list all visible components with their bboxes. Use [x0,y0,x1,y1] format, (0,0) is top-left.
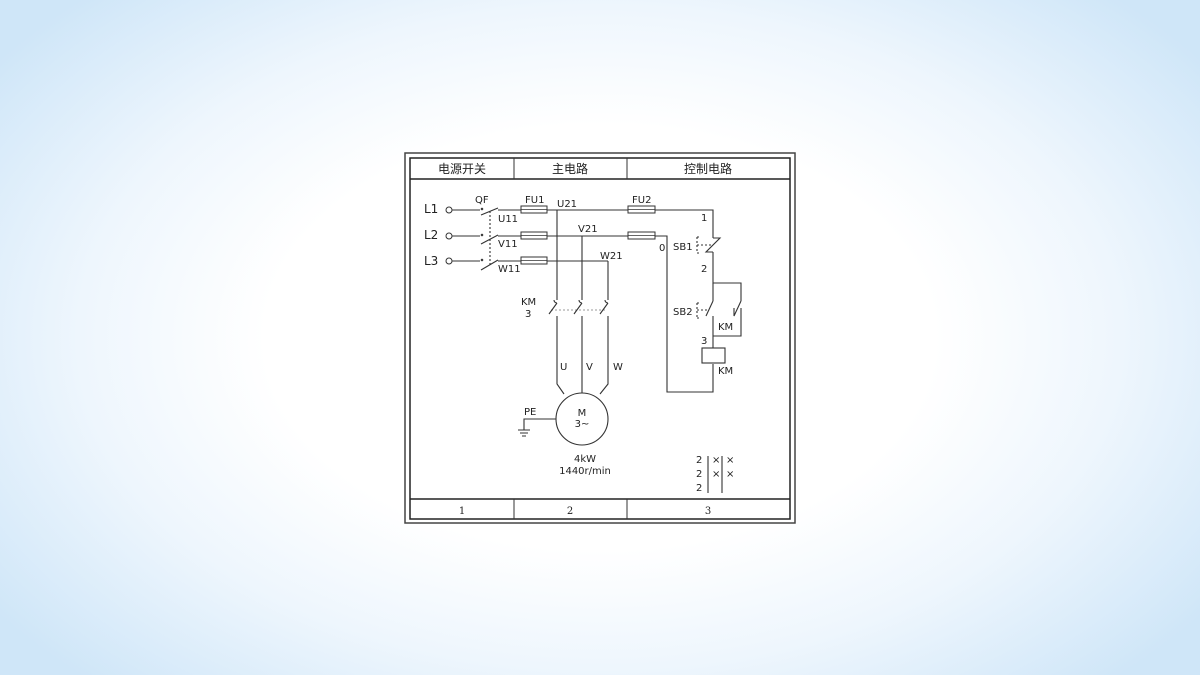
motor-label: M [578,408,587,419]
drawing-frame-outer [404,152,796,524]
contact-mark-2b: × [726,469,734,480]
label-l3: L3 [424,254,438,268]
node-3: 3 [701,336,707,347]
label-u11: U11 [498,214,518,225]
label-pe: PE [524,407,536,418]
label-km-main: KM [521,297,536,308]
contact-mark-2a: × [712,469,720,480]
label-v: V [586,362,593,373]
contact-mark-1b: × [726,455,734,466]
label-v11: V11 [498,239,518,250]
sb2-start-button [696,300,714,319]
label-fu2: FU2 [632,195,651,206]
label-sb2: SB2 [673,307,693,318]
footer-col-3: 3 [705,506,711,517]
label-w11: W11 [498,264,521,275]
motor-speed: 1440r/min [559,466,611,477]
label-l2: L2 [424,228,438,242]
terminal-l3 [445,257,453,265]
motor-power: 4kW [574,454,596,465]
motor-phase: 3~ [575,419,590,430]
label-km-main-col: 3 [525,309,531,320]
label-qf: QF [475,195,489,206]
label-l1: L1 [424,202,438,216]
km-aux-contact [733,300,742,317]
control-circuit-wires [655,209,742,393]
label-w: W [613,362,623,373]
terminal-l1 [445,206,453,214]
contact-row-1: 2 [696,455,702,466]
qf-breaker [452,207,521,271]
node-2: 2 [701,264,707,275]
footer-col-2: 2 [567,506,573,517]
label-v21: V21 [578,224,598,235]
km-coil [701,347,726,364]
label-u21: U21 [557,199,577,210]
contact-mark-1a: × [712,455,720,466]
label-fu1: FU1 [525,195,544,206]
drawing-frame-inner [409,157,791,520]
header-control-circuit: 控制电路 [684,161,732,176]
header-power-switch: 电源开关 [438,162,486,176]
contact-row-3: 2 [696,483,702,494]
km-main-contacts [548,299,609,321]
terminal-l2 [445,232,453,240]
label-km-coil: KM [718,366,733,377]
label-sb1: SB1 [673,242,693,253]
sb1-stop-button [696,236,722,254]
contact-position-table [707,456,723,493]
footer-col-1: 1 [459,506,465,517]
label-u: U [560,362,567,373]
header-main-circuit: 主电路 [552,161,588,176]
node-0: 0 [659,243,665,254]
contact-row-2: 2 [696,469,702,480]
main-circuit-wires [547,209,628,395]
ground-icon [518,418,556,437]
label-w21: W21 [600,251,623,262]
label-km-aux: KM [718,322,733,333]
node-1: 1 [701,213,707,224]
